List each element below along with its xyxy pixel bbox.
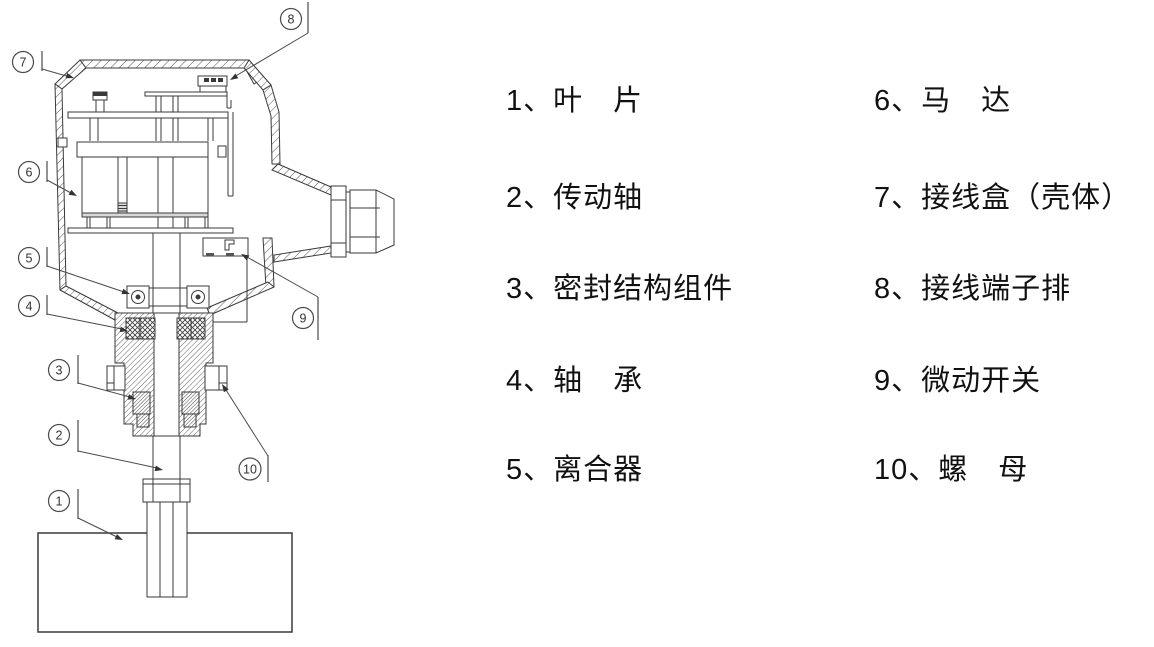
arrow [119, 326, 128, 333]
svg-text:6: 6 [26, 165, 33, 179]
arrow [114, 534, 123, 540]
callout-6: 6 [17, 160, 77, 196]
legend-item-2: 2、传动轴 [506, 182, 644, 214]
svg-text:5: 5 [26, 251, 33, 265]
bearing [125, 317, 141, 340]
arrow [241, 254, 250, 261]
arrow [222, 384, 229, 393]
nut-right [204, 365, 228, 391]
bearing [190, 317, 206, 340]
motor-top-plate [76, 141, 209, 158]
callout-9: 9 [241, 254, 319, 340]
callout-10: 10 [222, 384, 269, 482]
svg-text:1: 1 [56, 494, 63, 508]
svg-text:4: 4 [26, 299, 33, 313]
housing-right-wall-upper [262, 84, 281, 165]
callout-8: 8 [230, 2, 309, 80]
cable-entry-cone [271, 163, 332, 263]
terminal-block [197, 75, 228, 87]
upper-plate [144, 91, 228, 97]
callout-3: 3 [47, 355, 136, 400]
arrow [68, 189, 77, 196]
legend-item-4: 4、轴 承 [506, 365, 644, 397]
bearing [176, 317, 192, 340]
legend-item-6: 6、马 达 [874, 85, 1012, 117]
motor-bottom-plate [81, 212, 209, 218]
svg-text:7: 7 [20, 55, 27, 69]
drive-shaft-lower [152, 436, 181, 479]
bearing-boss [106, 312, 228, 437]
top-frame-plate [67, 111, 229, 119]
nut-left [106, 365, 126, 391]
housing-right-wall-lower [262, 237, 275, 288]
housing-bottom-right-slope [206, 281, 275, 316]
callout-1: 1 [47, 489, 123, 540]
clutch [126, 285, 210, 309]
housing-top-right-chamfer [243, 59, 272, 91]
svg-text:8: 8 [288, 12, 295, 26]
drive-shaft-upper [152, 233, 181, 319]
assembly-drawing: 7 8 6 5 [11, 2, 395, 633]
svg-text:10: 10 [243, 462, 257, 476]
svg-text:9: 9 [300, 311, 307, 325]
housing-bottom-left-slope [59, 285, 119, 321]
hex-coupling [142, 478, 191, 503]
callout-5: 5 [17, 246, 130, 295]
legend-item-9: 9、微动开关 [874, 365, 1042, 397]
arrow [127, 394, 136, 400]
connector-block [217, 145, 227, 158]
junction-box-housing [54, 59, 281, 321]
legend-item-1: 1、叶 片 [506, 85, 644, 117]
motor-assembly [67, 86, 234, 234]
seal-ring [181, 391, 200, 415]
arrow [121, 288, 130, 295]
callout-2: 2 [47, 420, 163, 472]
arrow [65, 72, 74, 79]
svg-text:3: 3 [56, 363, 63, 377]
housing-top-cap [79, 59, 263, 85]
svg-text:2: 2 [56, 428, 63, 442]
micro-switch [202, 237, 249, 323]
arrow [230, 73, 239, 80]
legend-item-3: 3、密封结构组件 [506, 273, 734, 305]
vane-stem [146, 501, 188, 598]
legend-item-8: 8、接线端子排 [874, 273, 1072, 305]
lower-frame-plate [67, 227, 234, 234]
motor-body [81, 156, 209, 214]
bearing [139, 317, 156, 340]
seal-ring [132, 391, 151, 415]
cable-gland [330, 185, 395, 258]
callouts: 7 8 6 5 [11, 2, 319, 540]
legend-item-5: 5、离合器 [506, 454, 644, 486]
callout-7: 7 [11, 50, 74, 79]
legend-item-7: 7、接线盒（壳体） [874, 182, 1132, 214]
arrow [154, 465, 163, 472]
callout-4: 4 [17, 294, 128, 333]
legend-item-10: 10、螺 母 [874, 454, 1029, 486]
housing-wall-tab [57, 137, 68, 148]
